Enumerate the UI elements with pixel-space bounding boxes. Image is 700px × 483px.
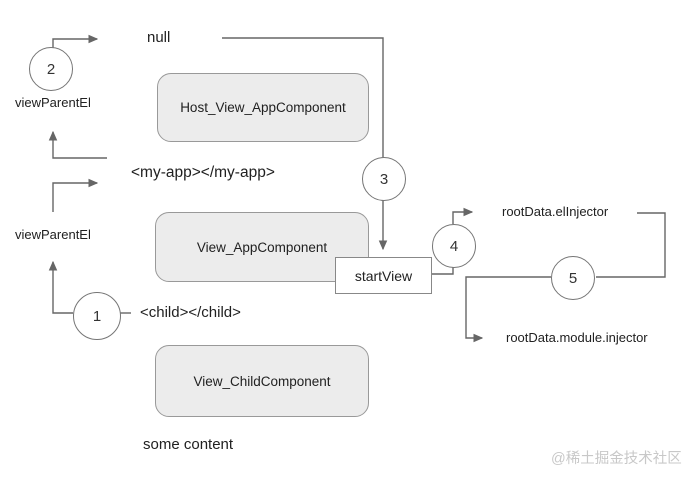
- step-circle-1: 1: [73, 292, 121, 340]
- arrow-circle1-to-viewparentel-mid: [48, 260, 73, 314]
- step-number: 1: [92, 307, 102, 325]
- node-label: startView: [354, 267, 413, 284]
- arrow-up-to-viewparentel-top: [48, 130, 107, 159]
- line-null-to-circle3: [222, 37, 384, 157]
- step-circle-3: 3: [362, 157, 406, 201]
- step-number: 5: [568, 269, 578, 287]
- arrow-circle2-to-null: [52, 34, 99, 49]
- label-null: null: [147, 29, 171, 46]
- node-view-appcomponent: View_AppComponent: [155, 212, 369, 282]
- arrow-circle4-to-elinjector: [452, 207, 474, 224]
- label-some-content: some content: [143, 436, 234, 453]
- line-elinjector-to-circle5: [596, 212, 666, 278]
- label-viewparentel-top: viewParentEl: [15, 95, 91, 110]
- label-my-app-tag: <my-app></my-app>: [131, 164, 275, 181]
- label-viewparentel-mid: viewParentEl: [15, 227, 91, 242]
- node-label: View_ChildComponent: [193, 373, 331, 389]
- step-circle-4: 4: [432, 224, 476, 268]
- line-startview-to-circle4: [430, 267, 454, 275]
- step-circle-5: 5: [551, 256, 595, 300]
- node-host-view-appcomponent: Host_View_AppComponent: [157, 73, 369, 142]
- label-rootdata-module-injector: rootData.module.injector: [506, 330, 648, 345]
- step-number: 3: [379, 170, 389, 188]
- step-number: 2: [46, 60, 56, 78]
- node-label: Host_View_AppComponent: [180, 100, 346, 115]
- label-child-tag: <child></child>: [140, 304, 241, 321]
- arrow-circle5-to-moduleinjector: [465, 276, 551, 343]
- step-number: 4: [449, 237, 459, 255]
- label-rootdata-elinjector: rootData.elInjector: [502, 204, 609, 219]
- node-startview: startView: [335, 257, 432, 294]
- node-view-childcomponent: View_ChildComponent: [155, 345, 369, 417]
- step-circle-2: 2: [29, 47, 73, 91]
- node-label: View_AppComponent: [196, 239, 328, 255]
- watermark-juejin: @稀土掘金技术社区: [551, 451, 682, 467]
- arrow-to-my-app-tag: [52, 178, 99, 212]
